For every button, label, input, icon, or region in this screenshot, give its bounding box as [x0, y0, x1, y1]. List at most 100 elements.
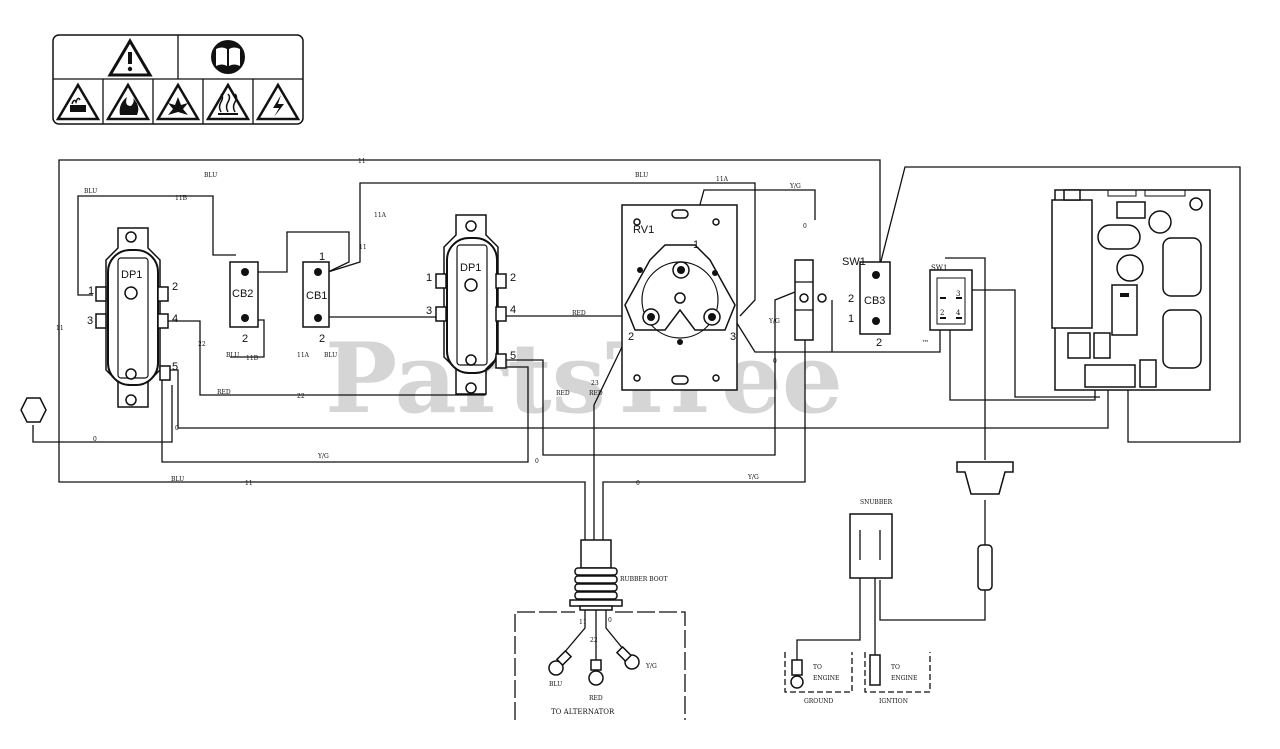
cb3-pin1: 1 [848, 313, 854, 325]
sw1-pin3: 3 [956, 290, 960, 298]
sw1-label: SW1 [931, 264, 947, 272]
cb2-breaker: CB2 2 [229, 261, 259, 345]
wire-label: 0 [93, 436, 97, 443]
wire-harness [32, 159, 1241, 720]
control-board [1051, 189, 1211, 391]
manual-book-icon [211, 40, 245, 74]
boot-wire-11: 11 [579, 619, 587, 626]
terminal-block [794, 259, 827, 341]
dp1-left-receptacle: DP1 1 2 3 4 5 [87, 227, 178, 408]
ground-to: TO [813, 664, 822, 671]
cb2-pin2: 2 [242, 333, 248, 345]
dp1-right-receptacle: DP1 1 2 3 4 5 [426, 214, 516, 395]
wire-label: Y/G [768, 318, 780, 325]
terminal-yg: Y/G [645, 663, 657, 670]
to-alternator-caption: TO ALTERNATOR [551, 708, 615, 716]
wire-label: BLU [171, 476, 184, 483]
dp1-right-pin1: 1 [426, 272, 432, 284]
wire-label: BLU [84, 188, 97, 195]
dp1-left-label: DP1 [121, 269, 142, 281]
wire-labels: 11 BLU BLU BLU 11B 11A 11 11A Y/G 0 11 2… [56, 158, 807, 487]
warning-triangle-icon [107, 38, 153, 77]
ground-engine: ENGINE [813, 675, 839, 682]
cb1-pin1: 1 [319, 251, 325, 263]
wire-label: 22 [198, 341, 206, 348]
boot-wire-22: 22 [590, 637, 598, 644]
ignition-to: TO [891, 664, 900, 671]
rubber-boot-label: RUBBER BOOT [620, 576, 668, 583]
cb2-label: CB2 [232, 288, 253, 300]
hot-surface-icon [205, 82, 251, 121]
ignition-engine: ENGINE [891, 675, 917, 682]
wire-label: 11 [56, 325, 64, 332]
engine-ground: TO ENGINE GROUND [784, 652, 853, 705]
bullet-connector [977, 544, 993, 591]
cb3-breaker: SW1 CB3 1 2 2 [842, 256, 891, 349]
wire-label: BLU [324, 352, 337, 359]
cb1-pin2: 2 [319, 333, 325, 345]
ground-bolt-icon [20, 397, 47, 423]
wire-label: 11A [716, 176, 729, 183]
safety-label [52, 34, 304, 125]
watermark: PartsTree [325, 322, 843, 435]
cb3-pin2: 2 [848, 293, 854, 305]
ignition-caption: IGNTION [879, 698, 908, 705]
rv1-pin1: 1 [693, 239, 699, 251]
wire-label: BLU [226, 352, 239, 359]
fire-hazard-icon [105, 82, 151, 121]
dp1-left-pin2: 2 [172, 281, 178, 293]
wire-label: Y/G [317, 453, 329, 460]
sw1-pin4: 4 [956, 309, 961, 317]
cb1-breaker: CB1 1 2 [302, 251, 330, 345]
wire-label: 0 [636, 480, 640, 487]
wire-label: 0 [175, 425, 179, 432]
dp1-right-label: DP1 [460, 262, 481, 274]
engine-ignition: TO ENGINE IGNTION [864, 652, 931, 705]
wire-label: 11 [359, 244, 367, 251]
cb3-pin2-bottom: 2 [876, 337, 882, 349]
dp1-left-pin4: 4 [172, 313, 178, 325]
snubber: SNUBBER [849, 499, 893, 579]
wire-label: 11A [297, 352, 310, 359]
terminal-red: RED [589, 695, 603, 702]
electric-shock-icon [255, 82, 301, 121]
dp1-left-pin5: 5 [172, 361, 178, 373]
dp1-left-pin3: 3 [87, 315, 93, 327]
cb3-sw-label: SW1 [842, 256, 866, 268]
wire-label: 11 [245, 480, 253, 487]
ground-caption: GROUND [804, 698, 834, 705]
dp1-right-pin3: 3 [426, 305, 432, 317]
explosion-hazard-icon [155, 82, 201, 121]
cb1-label: CB1 [306, 290, 327, 302]
dp1-right-pin4: 4 [510, 304, 516, 316]
dp1-right-pin2: 2 [510, 272, 516, 284]
alternator-terminals: 11 22 0 BLU RED Y/G TO ALTERNATOR [548, 617, 657, 716]
grommet [956, 461, 1014, 495]
wire-label: 23 [591, 380, 599, 387]
dp1-left-pin1: 1 [88, 285, 94, 297]
terminal-blu: BLU [549, 681, 562, 688]
wire-label: 0 [773, 358, 777, 365]
sw1-pin2: 2 [940, 309, 944, 317]
cb3-label: CB3 [864, 295, 885, 307]
wire-label: 22 [297, 393, 305, 400]
wire-label: 11B [175, 195, 188, 202]
snubber-label: SNUBBER [860, 499, 893, 506]
wire-label: RED [572, 310, 586, 317]
wire-label: 11B [246, 355, 259, 362]
sw1-switch: SW1 3 2 4 [929, 264, 973, 331]
wire-label: BLU [204, 172, 217, 179]
wire-label: 11A [374, 212, 387, 219]
rv1-pin2: 2 [628, 331, 634, 343]
dp1-right-pin5: 5 [510, 350, 516, 362]
watermark-tm: ™ [922, 339, 929, 347]
rv1-pin3: 3 [730, 331, 736, 343]
wire-label: RED [556, 390, 570, 397]
wire-label: BLU [635, 172, 648, 179]
toxic-fumes-icon [55, 82, 101, 121]
rubber-boot: RUBBER BOOT [569, 539, 668, 611]
wire-label: 0 [803, 223, 807, 230]
rv1-label: RV1 [633, 224, 654, 236]
wire-label: Y/G [789, 183, 801, 190]
